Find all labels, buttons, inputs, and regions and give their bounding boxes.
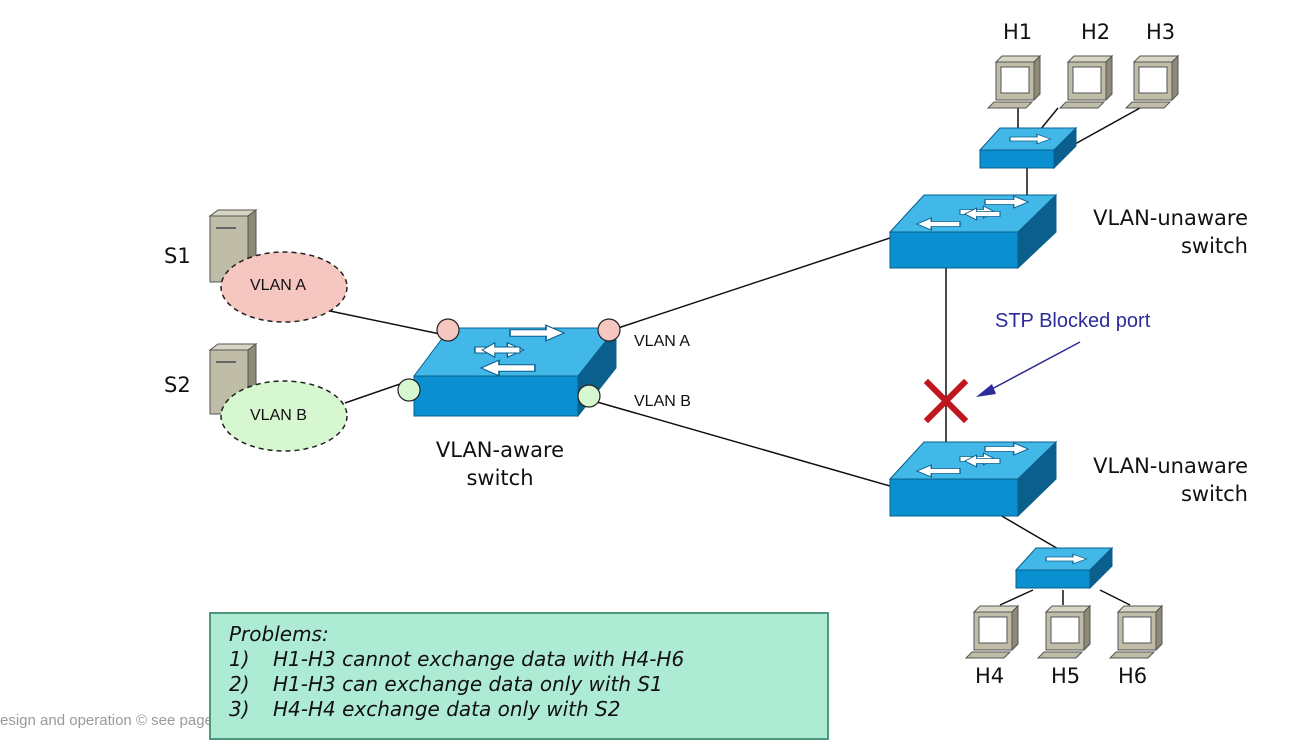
vlan-unaware-switch-bottom (888, 440, 1058, 518)
link-hub-h6 (1099, 589, 1131, 606)
problems-box: Problems: 1) H1-H3 cannot exchange data w… (209, 612, 829, 740)
stp-blocked-port-label: STP Blocked port (995, 310, 1151, 332)
links (329, 107, 1141, 606)
problem-item-2: 2) H1-H3 can exchange data only with S1 (229, 672, 827, 697)
port-vlan-a-right (597, 318, 621, 342)
host-pc-h2 (1058, 54, 1114, 109)
host-label-h2: H2 (1081, 20, 1111, 44)
port-vlan-a-left (436, 318, 460, 342)
vlan-a-ellipse-label: VLAN A (250, 277, 307, 294)
vlan-unaware-switch-bottom-label: VLAN-unaware switch (1052, 452, 1248, 508)
host-label-h3: H3 (1146, 20, 1176, 44)
port-vlan-b-right (577, 384, 601, 408)
host-pc-h5 (1036, 604, 1092, 659)
host-pc-h6 (1108, 604, 1164, 659)
host-label-h1: H1 (1003, 20, 1033, 44)
problem-item-1: 1) H1-H3 cannot exchange data with H4-H6 (229, 647, 827, 672)
vlan-unaware-switch-top-label-line2: switch (1180, 234, 1248, 258)
port-label-vlan-b: VLAN B (634, 393, 691, 410)
problems-title: Problems: (229, 622, 329, 646)
port-label-vlan-a: VLAN A (634, 333, 691, 350)
host-pc-h3 (1124, 54, 1180, 109)
stp-pointer-arrow (976, 341, 1081, 397)
server-s1-label: S1 (164, 244, 191, 268)
problem-text-2: H1-H3 can exchange data only with S1 (273, 672, 663, 696)
host-pc-h1 (986, 54, 1042, 109)
server-s2-label: S2 (164, 373, 191, 397)
host-label-h6: H6 (1118, 664, 1148, 688)
vlan-unaware-switch-top-label: VLAN-unaware switch (1052, 204, 1248, 260)
problem-number-3: 3) (229, 697, 250, 721)
problem-text-3: H4-H4 exchange data only with S2 (273, 697, 621, 721)
host-label-h4: H4 (975, 664, 1005, 688)
hub-bottom (1014, 546, 1114, 590)
link-s1-aware (329, 310, 441, 335)
problem-item-3: 3) H4-H4 exchange data only with S2 (229, 697, 827, 722)
host-label-h5: H5 (1051, 664, 1081, 688)
vlan-aware-switch-label: VLAN-aware switch (420, 436, 580, 492)
link-aware-unaware-bottom (589, 399, 891, 487)
port-vlan-b-left (397, 378, 421, 402)
vlan-unaware-switch-bottom-label-line2: switch (1180, 482, 1248, 506)
vlan-unaware-switch-top-label-line1: VLAN-unaware (1093, 206, 1248, 230)
vlan-b-ellipse (220, 380, 348, 452)
vlan-a-ellipse (220, 251, 348, 323)
link-aware-unaware-top (617, 237, 891, 329)
host-pc-h4 (964, 604, 1020, 659)
problem-text-1: H1-H3 cannot exchange data with H4-H6 (273, 647, 685, 671)
link-h2-hub (1039, 107, 1059, 131)
problem-number-2: 2) (229, 672, 250, 696)
link-h3-hub (1074, 107, 1141, 145)
problem-number-1: 1) (229, 647, 250, 671)
link-hub-h4 (999, 589, 1034, 606)
hub-top (978, 126, 1078, 170)
link-unaware-bottom-hub (999, 514, 1061, 551)
vlan-aware-switch-label-line1: VLAN-aware (435, 438, 565, 462)
vlan-unaware-switch-top (888, 193, 1058, 270)
vlan-unaware-switch-bottom-label-line1: VLAN-unaware (1093, 454, 1248, 478)
link-s2-aware (344, 383, 401, 404)
vlan-b-ellipse-label: VLAN B (250, 407, 307, 424)
stp-blocked-x-icon (923, 378, 969, 424)
vlan-aware-switch-label-line2: switch (466, 466, 534, 490)
page-footer: esign and operation © see page 2 (0, 712, 226, 729)
